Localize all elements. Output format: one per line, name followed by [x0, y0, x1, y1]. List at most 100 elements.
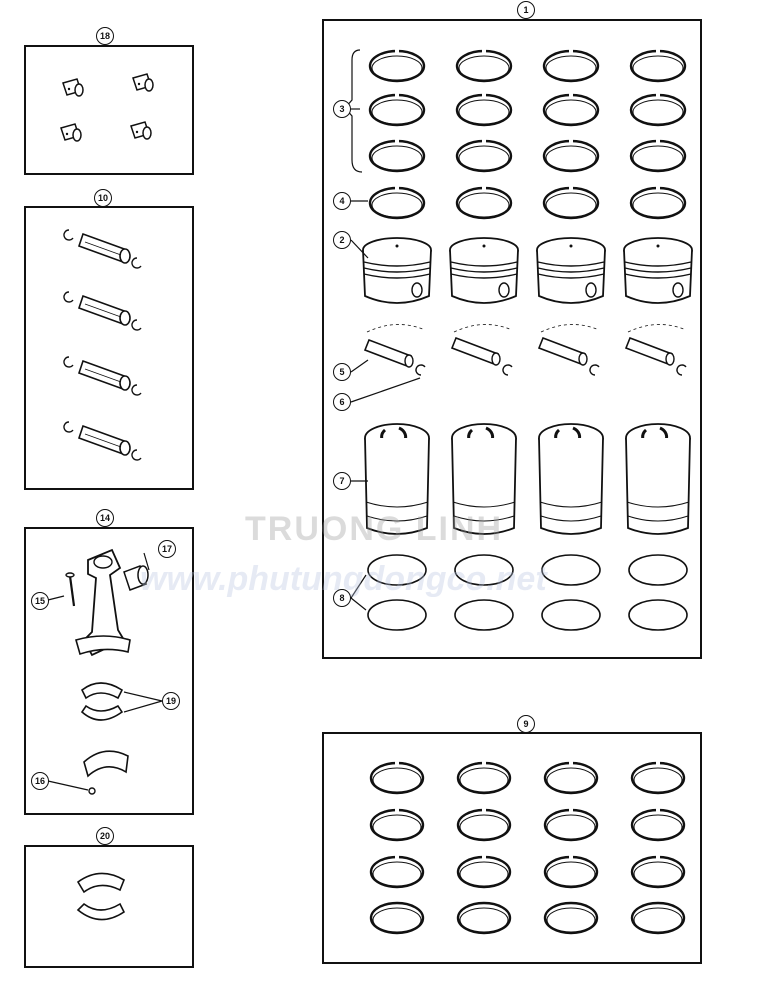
compression-ring-3 — [368, 139, 426, 173]
piston-pin-5 — [537, 324, 600, 366]
callout-1: 1 — [517, 1, 535, 19]
ring-set-9 — [630, 761, 686, 795]
watermark-brand: TRUONG LINH — [245, 510, 504, 548]
callout-10: 10 — [94, 189, 112, 207]
compression-ring-3 — [542, 49, 600, 83]
compression-ring-3 — [542, 93, 600, 127]
compression-ring-3 — [455, 93, 513, 127]
piston-pin-5 — [450, 324, 513, 366]
ring-set-9 — [630, 808, 686, 842]
ring-set-9 — [630, 855, 686, 889]
panel-20 — [24, 845, 194, 968]
callout-2: 2 — [333, 231, 351, 249]
piston-pin-5 — [363, 324, 426, 368]
ring-set-9 — [369, 761, 425, 795]
leader-2 — [350, 239, 369, 259]
compression-ring-3 — [368, 93, 426, 127]
callout-6: 6 — [333, 393, 351, 411]
cylinder-liner-7 — [538, 423, 604, 535]
small-end-bushing-17 — [123, 565, 149, 591]
piston-2 — [623, 237, 693, 304]
callout-19: 19 — [162, 692, 180, 710]
piston-2 — [362, 237, 432, 304]
seal-ring-8 — [367, 599, 427, 631]
circlip-6 — [676, 364, 687, 376]
seal-ring-8 — [628, 554, 688, 586]
circlip-6 — [589, 364, 600, 376]
compression-ring-3 — [455, 49, 513, 83]
ring-set-9 — [456, 808, 512, 842]
ring-set-9 — [456, 901, 512, 935]
bearing-shells-19 — [80, 682, 124, 721]
ring-set-9 — [456, 761, 512, 795]
leader-16 — [47, 780, 89, 791]
leader-17 — [143, 552, 150, 571]
oil-ring-4 — [629, 186, 687, 220]
compression-ring-3 — [629, 139, 687, 173]
panel-1 — [322, 19, 702, 659]
panel-18 — [24, 45, 194, 175]
seal-ring-8 — [541, 554, 601, 586]
rod-cap — [83, 750, 129, 795]
ring-set-9 — [369, 808, 425, 842]
callout-9: 9 — [517, 715, 535, 733]
bushing-18 — [62, 78, 84, 97]
callout-3: 3 — [333, 100, 351, 118]
callout-14: 14 — [96, 509, 114, 527]
piston-pin-10 — [77, 424, 131, 456]
compression-ring-3 — [542, 139, 600, 173]
bearing-shells-20 — [76, 872, 126, 921]
circlip-6 — [415, 364, 426, 376]
circlip — [63, 229, 74, 241]
piston-pin-5 — [624, 324, 687, 366]
piston-2 — [536, 237, 606, 304]
ring-set-9 — [630, 901, 686, 935]
compression-ring-3 — [368, 49, 426, 83]
callout-18: 18 — [96, 27, 114, 45]
callout-7: 7 — [333, 472, 351, 490]
ring-set-9 — [543, 761, 599, 795]
callout-8: 8 — [333, 589, 351, 607]
compression-ring-3 — [629, 49, 687, 83]
callout-20: 20 — [96, 827, 114, 845]
ring-set-9 — [543, 901, 599, 935]
piston-2 — [449, 237, 519, 304]
callout-17: 17 — [158, 540, 176, 558]
rod-bolt-15 — [65, 572, 76, 607]
seal-ring-8 — [541, 599, 601, 631]
connecting-rod — [75, 548, 131, 657]
circlip — [131, 384, 142, 396]
seal-ring-8 — [367, 554, 427, 586]
circlip-6 — [502, 364, 513, 376]
compression-ring-3 — [455, 139, 513, 173]
ring-set-9 — [543, 808, 599, 842]
ring-set-9 — [543, 855, 599, 889]
bushing-18 — [130, 121, 152, 140]
circlip — [63, 421, 74, 433]
ring-set-9 — [369, 855, 425, 889]
piston-pin-10 — [77, 359, 131, 391]
cylinder-liner-7 — [451, 423, 517, 535]
compression-ring-3 — [629, 93, 687, 127]
piston-pin-10 — [77, 232, 131, 264]
oil-ring-4 — [455, 186, 513, 220]
circlip — [131, 257, 142, 269]
leader-5 — [350, 359, 369, 373]
callout-15: 15 — [31, 592, 49, 610]
circlip — [63, 291, 74, 303]
seal-ring-8 — [454, 554, 514, 586]
piston-pin-10 — [77, 294, 131, 326]
leader-8a — [350, 574, 367, 599]
circlip — [131, 449, 142, 461]
leader-8b — [350, 597, 367, 611]
circlip — [131, 319, 142, 331]
seal-ring-8 — [454, 599, 514, 631]
circlip — [63, 356, 74, 368]
panel-9 — [322, 732, 702, 964]
oil-ring-4 — [368, 186, 426, 220]
cylinder-liner-7 — [625, 423, 691, 535]
leader-15 — [47, 595, 65, 601]
ring-set-9 — [369, 901, 425, 935]
callout-5: 5 — [333, 363, 351, 381]
callout-4: 4 — [333, 192, 351, 210]
